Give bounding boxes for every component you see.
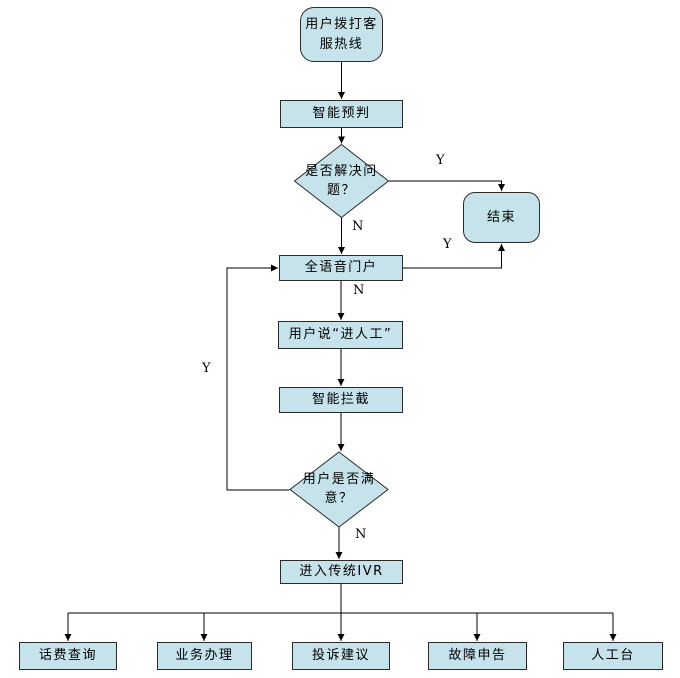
node-traditional-ivr: 进入传统IVR bbox=[280, 560, 403, 584]
node-leaf-complaints: 投诉建议 bbox=[292, 642, 390, 670]
node-voice-portal: 全语音门户 bbox=[279, 255, 403, 281]
diamond-satisfied-shape bbox=[289, 451, 389, 528]
node-say-manual: 用户说“进人工” bbox=[278, 321, 403, 349]
edge-label-satisfied-no: N bbox=[355, 527, 367, 542]
edge-solved-yes-to-end bbox=[388, 180, 505, 191]
edge-label-solved-yes: Y bbox=[436, 153, 445, 168]
node-start: 用户拨打客 服热线 bbox=[300, 7, 383, 62]
node-smart-intercept: 智能拦截 bbox=[279, 387, 403, 413]
diamond-satisfied-label: 用户是否满 意？ bbox=[302, 471, 376, 507]
edge-label-portal-no: N bbox=[353, 283, 365, 298]
node-smart-predict: 智能预判 bbox=[280, 100, 403, 128]
node-leaf-business-handling: 业务办理 bbox=[157, 642, 252, 670]
diamond-solved-label: 是否解决问 题？ bbox=[305, 163, 378, 199]
edge-label-portal-end-yes: Y bbox=[443, 237, 452, 252]
edge-portal-yes-to-end bbox=[403, 244, 505, 269]
diamond-solved-shape bbox=[293, 143, 390, 219]
edge-label-satisfied-yes: Y bbox=[202, 361, 211, 376]
edge-label-solved-no: N bbox=[352, 219, 364, 234]
node-end: 结束 bbox=[463, 192, 540, 243]
node-leaf-fault-report: 故障申告 bbox=[428, 642, 527, 670]
node-leaf-manual-desk: 人工台 bbox=[563, 642, 663, 670]
node-leaf-bill-inquiry: 话费查询 bbox=[19, 642, 117, 670]
edge-satisfied-yes-loop-to-portal bbox=[226, 264, 290, 491]
